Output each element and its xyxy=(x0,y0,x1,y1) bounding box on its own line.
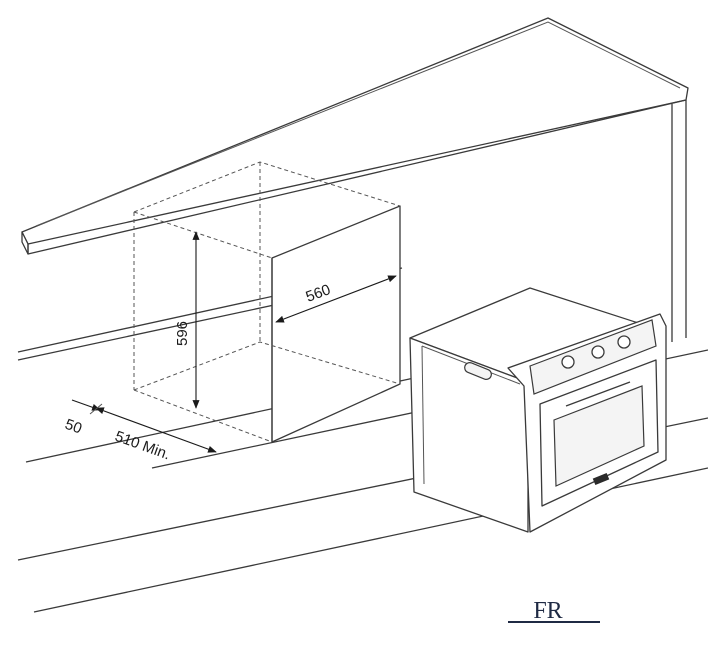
gap-dimension-arrow xyxy=(71,399,101,411)
worktop-edge-line xyxy=(27,99,687,255)
oven-side xyxy=(409,337,529,533)
height-label: 596 xyxy=(174,321,191,346)
depth-dimension-arrow xyxy=(95,407,217,453)
oven-knob-right xyxy=(617,335,631,349)
logo-text: FR xyxy=(533,598,562,624)
worktop-top-face xyxy=(21,17,689,245)
oven-knob-left xyxy=(561,355,575,369)
oven-door-window xyxy=(553,385,645,487)
niche-bottom-dashed xyxy=(133,341,401,391)
dimension-lines xyxy=(71,231,397,453)
oven-badge xyxy=(592,472,610,486)
width-dimension-arrow xyxy=(275,275,397,323)
niche-back-panel xyxy=(271,205,401,443)
oven xyxy=(409,287,667,533)
cabinet-side xyxy=(671,100,687,342)
oven-side-handle-slot xyxy=(464,362,492,380)
oven-side-front-rim xyxy=(421,345,425,485)
gap-tick xyxy=(89,403,103,415)
gap-label: 50 xyxy=(63,416,84,438)
worktop xyxy=(21,17,689,255)
brand-logo: FR xyxy=(508,598,600,624)
oven-door-handle xyxy=(565,381,631,407)
niche-top-front-dashed xyxy=(133,211,273,259)
oven-knob-middle xyxy=(591,345,605,359)
worktop-back-line xyxy=(35,21,681,227)
niche xyxy=(133,161,401,443)
